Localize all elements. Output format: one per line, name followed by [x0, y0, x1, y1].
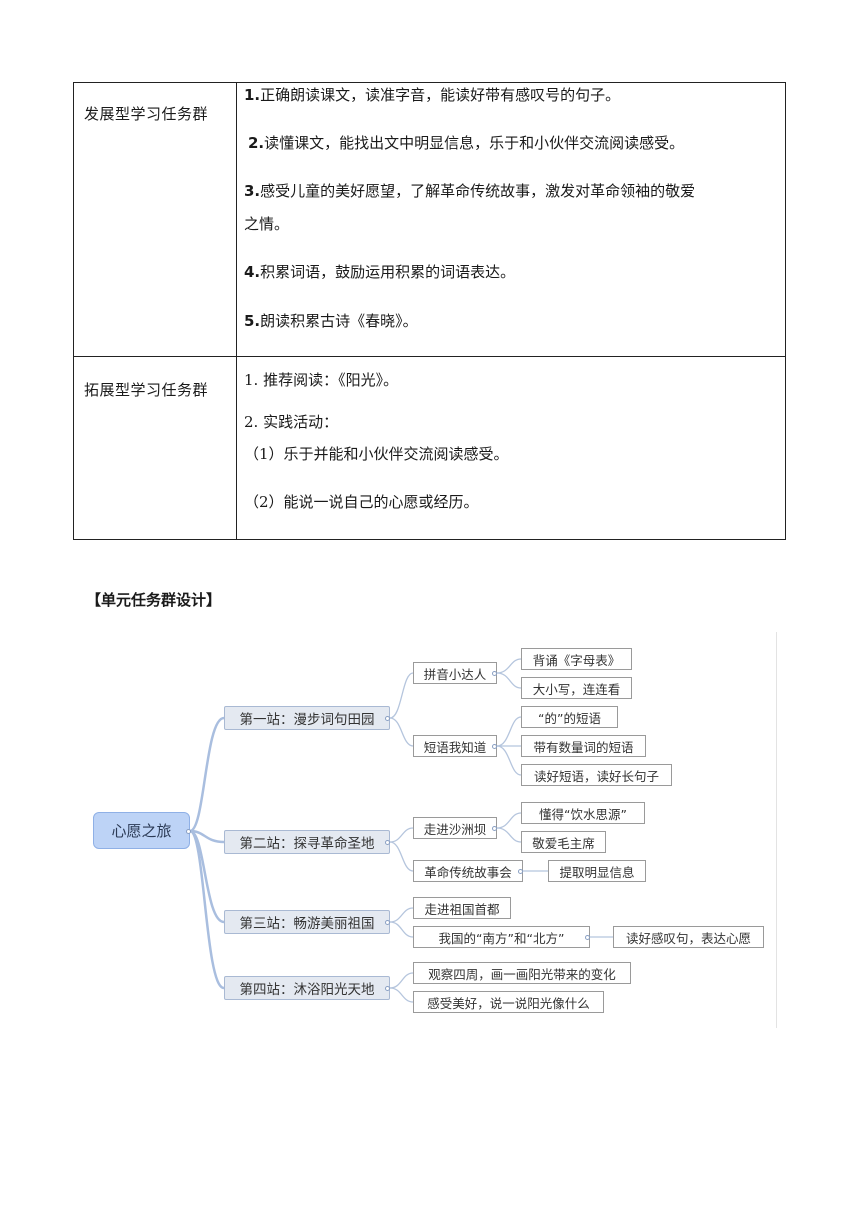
collapse-dot-icon [518, 869, 523, 874]
collapse-dot-icon [492, 671, 497, 676]
branch-root-station4 [188, 829, 226, 990]
topic-story-session: 革命传统故事会 [413, 860, 523, 882]
leaf-node: 懂得“饮水思源” [521, 802, 645, 824]
branch-s1-a [389, 672, 414, 719]
collapse-dot-icon [186, 829, 191, 834]
leaf-node: 读好感叹句，表达心愿 [613, 926, 764, 948]
leaf-node: 提取明显信息 [548, 860, 646, 882]
list-item: 3.感受儿童的美好愿望，了解革命传统故事，激发对革命领袖的敬爱 [244, 182, 696, 200]
leaf-node: “的”的短语 [521, 706, 618, 728]
list-item: 之情。 [244, 215, 290, 233]
branch-s2-a [389, 827, 414, 843]
station-3: 第三站：畅游美丽祖国 [224, 910, 390, 934]
leaf-node: 敬爱毛主席 [521, 831, 606, 853]
branch-s1-b [389, 717, 414, 747]
topic-observe: 观察四周，画一画阳光带来的变化 [413, 962, 631, 984]
section-title: 【单元任务群设计】 [86, 591, 222, 609]
topic-phrases: 短语我知道 [413, 735, 497, 757]
branch-s4-b [389, 987, 414, 1003]
branch-c-1 [496, 812, 522, 829]
list-item: 5.朗读积累古诗《春晓》。 [244, 312, 418, 330]
branch-c-2 [496, 827, 522, 843]
collapse-dot-icon [492, 744, 497, 749]
branch-s3-a [389, 907, 414, 923]
leaf-node: 带有数量词的短语 [521, 735, 646, 757]
collapse-dot-icon [492, 826, 497, 831]
branch-a-2 [496, 672, 522, 689]
branch-root-station1 [188, 716, 226, 833]
list-item: （1）乐于并能和小伙伴交流阅读感受。 [244, 445, 509, 463]
leaf-node: 背诵《字母表》 [521, 648, 632, 670]
branch-b-1 [496, 716, 522, 747]
branch-s3-b [389, 921, 414, 938]
list-item: 1. 推荐阅读：《阳光》。 [244, 371, 399, 389]
leaf-node: 读好短语，读好长句子 [521, 764, 672, 786]
list-item: 2.读懂课文，能找出文中明显信息，乐于和小伙伴交流阅读感受。 [248, 134, 685, 152]
station-4: 第四站：沐浴阳光天地 [224, 976, 390, 1000]
row-label-extension: 拓展型学习任务群 [84, 381, 209, 399]
collapse-dot-icon [385, 716, 390, 721]
leaf-node: 大小写，连连看 [521, 677, 632, 699]
collapse-dot-icon [385, 840, 390, 845]
list-item: （2）能说一说自己的心愿或经历。 [244, 493, 479, 511]
table-column-divider [236, 83, 237, 539]
topic-south-north: 我国的“南方”和“北方” [413, 926, 590, 948]
branch-a-1 [496, 658, 522, 674]
branch-s4-a [389, 972, 414, 989]
list-item: 4.积累词语，鼓励运用积累的词语表达。 [244, 263, 516, 281]
topic-capital: 走进祖国首都 [413, 897, 511, 919]
mindmap-frame-edge [776, 632, 777, 1028]
collapse-dot-icon [585, 935, 590, 940]
topic-pinyin: 拼音小达人 [413, 662, 497, 684]
branch-s2-b [389, 841, 414, 872]
branch-root-station3 [188, 829, 226, 924]
objectives-table: 发展型学习任务群 1.正确朗读课文，读准字音，能读好带有感叹号的句子。 2.读懂… [73, 82, 786, 540]
branch-b-3 [496, 745, 522, 776]
list-item: 2. 实践活动： [244, 413, 339, 431]
table-row-divider [74, 356, 785, 357]
station-2: 第二站：探寻革命圣地 [224, 830, 390, 854]
station-1: 第一站：漫步词句田园 [224, 706, 390, 730]
topic-shazhouba: 走进沙洲坝 [413, 817, 497, 839]
topic-feel: 感受美好，说一说阳光像什么 [413, 991, 604, 1013]
list-item: 1.正确朗读课文，读准字音，能读好带有感叹号的句子。 [244, 86, 621, 104]
collapse-dot-icon [385, 986, 390, 991]
collapse-dot-icon [385, 920, 390, 925]
row-label-development: 发展型学习任务群 [84, 105, 209, 123]
mindmap-root: 心愿之旅 [93, 812, 190, 849]
